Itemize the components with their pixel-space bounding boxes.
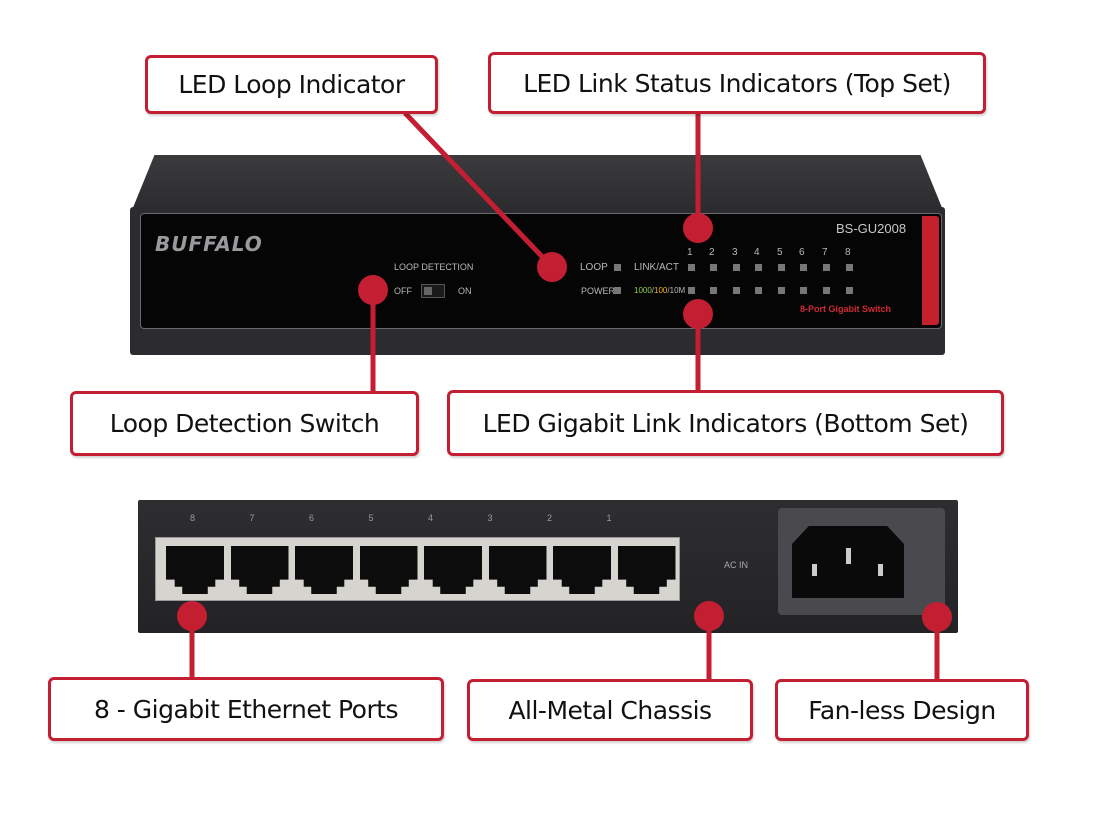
rear-port-number: 4 — [428, 513, 434, 523]
callout-led-loop-indicator: LED Loop Indicator — [145, 55, 438, 114]
callout-led-gigabit-link: LED Gigabit Link Indicators (Bottom Set) — [447, 390, 1004, 456]
ethernet-port[interactable] — [230, 546, 289, 594]
link-act-led — [755, 264, 762, 271]
ethernet-port[interactable] — [488, 546, 547, 594]
ac-pin-line — [812, 564, 817, 576]
rear-port-number: 8 — [190, 513, 196, 523]
gigabit-speed-led — [778, 287, 785, 294]
front-chassis-top — [130, 155, 945, 215]
speed-legend: 1000/100/10M — [634, 286, 685, 295]
switch-off-label: OFF — [394, 286, 412, 296]
marker-loop-switch — [358, 275, 388, 305]
link-act-led — [778, 264, 785, 271]
speed-1000-label: 1000 — [634, 286, 652, 295]
loop-led — [614, 264, 621, 271]
marker-link-status — [683, 213, 713, 243]
speed-10-label: /10M — [667, 286, 686, 295]
leader-loop-indicator — [403, 111, 554, 269]
front-port-number: 4 — [754, 247, 760, 258]
red-accent-stripe — [922, 216, 939, 325]
switch-knob — [424, 287, 432, 295]
rear-port-number: 2 — [547, 513, 553, 523]
speed-100-label: 100 — [654, 286, 668, 295]
marker-gigabit-link — [683, 299, 713, 329]
ac-socket — [792, 526, 904, 598]
gigabit-speed-led — [800, 287, 807, 294]
front-port-number: 6 — [799, 247, 805, 258]
marker-metal-chassis — [694, 601, 724, 631]
ethernet-port-bank — [155, 537, 680, 601]
front-port-number: 3 — [732, 247, 738, 258]
gigabit-speed-led — [688, 287, 695, 294]
link-act-led — [710, 264, 717, 271]
rear-port-number: 1 — [606, 513, 612, 523]
link-act-led — [688, 264, 695, 271]
ethernet-port[interactable] — [359, 546, 418, 594]
callout-fanless-design: Fan-less Design — [775, 679, 1029, 741]
link-act-led — [823, 264, 830, 271]
callout-metal-chassis: All-Metal Chassis — [467, 679, 753, 741]
callout-ethernet-ports: 8 - Gigabit Ethernet Ports — [48, 677, 444, 741]
ethernet-port[interactable] — [166, 546, 224, 594]
ethernet-port[interactable] — [553, 546, 611, 594]
rear-port-number: 5 — [368, 513, 374, 523]
speed-separator: / — [651, 286, 655, 295]
rear-port-number: 3 — [487, 513, 493, 523]
front-port-number: 7 — [822, 247, 828, 258]
marker-loop-indicator — [537, 252, 567, 282]
front-port-number: 5 — [777, 247, 783, 258]
loop-detection-label: LOOP DETECTION — [394, 262, 474, 272]
loop-label: LOOP — [580, 262, 608, 273]
rear-port-number: 7 — [249, 513, 255, 523]
link-act-led — [733, 264, 740, 271]
front-port-number: 1 — [687, 247, 693, 258]
power-led — [614, 287, 621, 294]
switch-on-label: ON — [458, 286, 472, 296]
model-number: BS-GU2008 — [836, 221, 907, 236]
gigabit-speed-led — [710, 287, 717, 294]
ethernet-port[interactable] — [424, 546, 482, 594]
loop-detection-switch[interactable] — [421, 284, 445, 298]
power-label: POWER — [581, 286, 616, 296]
link-act-label: LINK/ACT — [634, 262, 680, 273]
marker-ethernet-ports — [177, 601, 207, 631]
ac-pin-earth — [846, 548, 851, 564]
gigabit-speed-led — [755, 287, 762, 294]
marker-fanless — [922, 602, 952, 632]
link-act-led — [846, 264, 853, 271]
brand-logo: BUFFALO — [155, 232, 263, 256]
ethernet-port[interactable] — [295, 546, 353, 594]
front-port-number: 8 — [845, 247, 851, 258]
ac-power-inlet — [778, 508, 945, 615]
gigabit-speed-led — [823, 287, 830, 294]
ac-in-label: AC IN — [724, 560, 749, 570]
ac-pin-neutral — [878, 564, 883, 576]
callout-loop-detection-switch: Loop Detection Switch — [70, 391, 419, 456]
callout-led-link-status: LED Link Status Indicators (Top Set) — [488, 52, 986, 114]
rear-port-number: 6 — [309, 513, 315, 523]
product-subtitle: 8-Port Gigabit Switch — [800, 304, 892, 314]
ethernet-port[interactable] — [617, 546, 676, 594]
link-act-led — [800, 264, 807, 271]
gigabit-speed-led — [733, 287, 740, 294]
front-port-number: 2 — [709, 247, 715, 258]
gigabit-speed-led — [846, 287, 853, 294]
